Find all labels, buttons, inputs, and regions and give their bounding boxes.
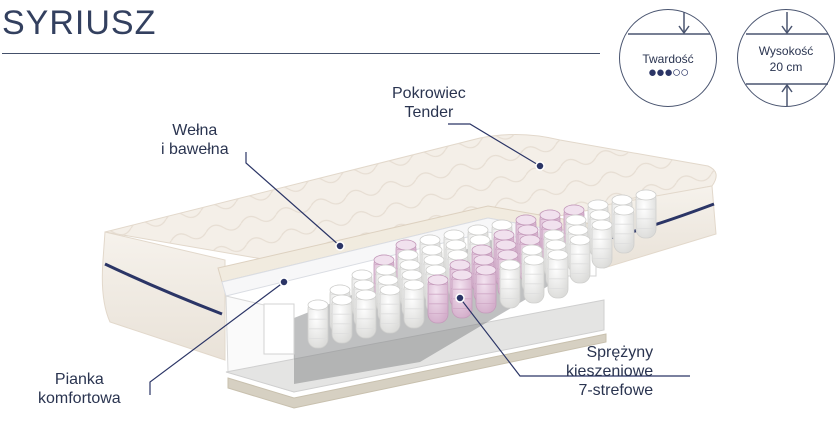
hardness-badge: Twardość ●●●○○ — [619, 9, 717, 107]
height-badge: Wysokość 20 cm — [737, 9, 835, 107]
pocket-spring — [635, 189, 657, 239]
label-springs-line2: kieszeniowe — [566, 363, 654, 380]
pocket-spring — [499, 259, 521, 309]
label-wool: Wełna i bawełna — [161, 121, 229, 159]
label-cover: Pokrowiec Tender — [392, 84, 466, 122]
pocket-spring — [403, 279, 425, 329]
pocket-spring — [569, 234, 591, 284]
label-springs-line3: 7-strefowe — [578, 382, 654, 399]
hardness-label: Twardość — [642, 52, 694, 66]
pocket-spring — [547, 249, 569, 299]
pocket-spring — [475, 264, 497, 314]
pocket-spring — [307, 299, 329, 349]
pocket-spring — [379, 284, 401, 334]
pocket-springs — [307, 189, 657, 349]
label-foam: Pianka komfortowa — [38, 370, 121, 408]
label-wool-line1: Wełna — [172, 122, 218, 139]
label-cover-line2: Tender — [404, 104, 454, 121]
hardness-dots: ●●●○○ — [647, 64, 689, 81]
pocket-spring — [427, 274, 449, 324]
label-wool-line2: i bawełna — [161, 141, 229, 158]
callout-lines — [149, 123, 690, 395]
label-springs-line1: Sprężyny — [586, 344, 654, 361]
pocket-spring — [331, 294, 353, 344]
pocket-spring — [591, 219, 613, 269]
height-label: Wysokość — [758, 44, 814, 58]
height-arrows-icon — [746, 12, 828, 106]
label-foam-line2: komfortowa — [38, 390, 121, 407]
label-foam-line1: Pianka — [54, 371, 104, 388]
label-cover-line1: Pokrowiec — [392, 85, 466, 102]
height-value: 20 cm — [769, 60, 803, 74]
pocket-spring — [523, 254, 545, 304]
product-title: SYRIUSZ — [2, 4, 157, 42]
title-underline — [2, 53, 600, 54]
hardness-arrow-icon — [628, 12, 710, 35]
callout-dots — [279, 161, 545, 303]
label-springs: Sprężyny kieszeniowe 7-strefowe — [566, 343, 653, 400]
mattress-left-side — [101, 231, 226, 361]
pocket-spring — [613, 204, 635, 254]
pocket-spring — [355, 289, 377, 339]
